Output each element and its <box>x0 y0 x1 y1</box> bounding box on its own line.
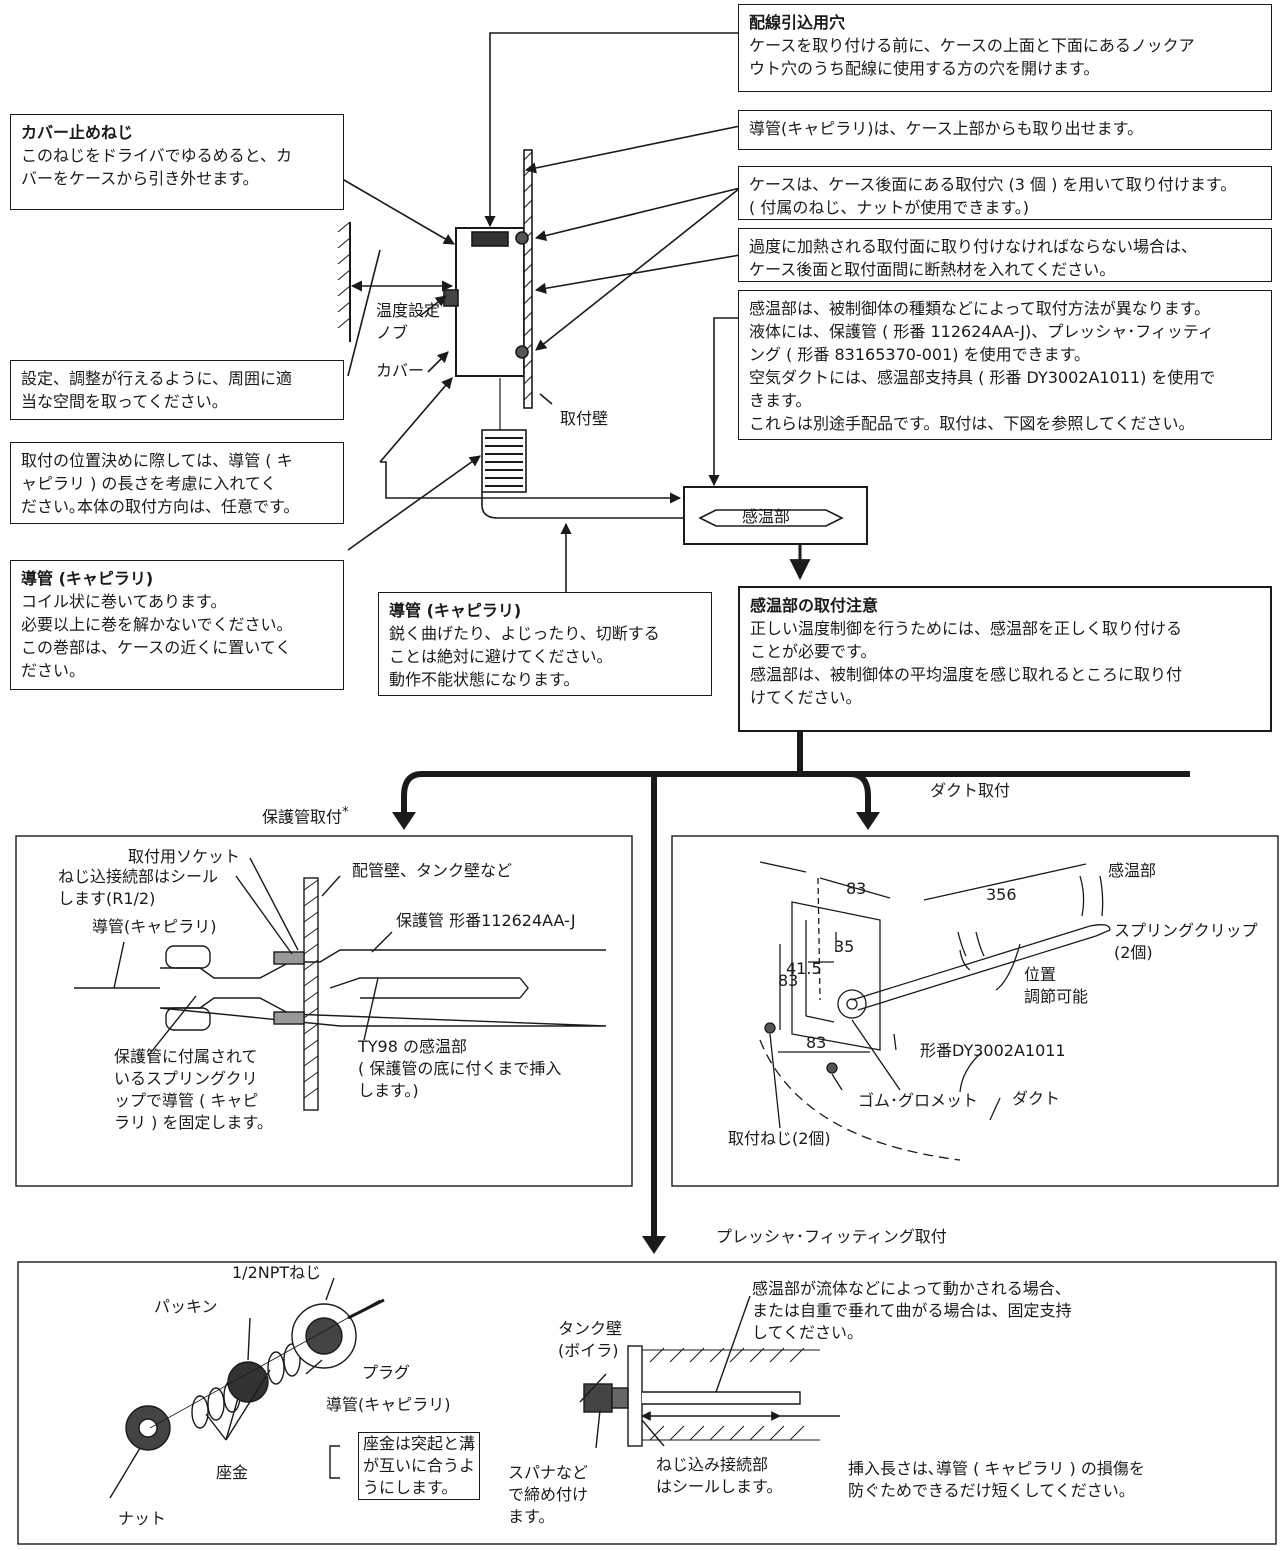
position-text: 取付の位置決めに際しては、導管 ( キ ャピラリ ) の長さを考慮に入れてく だ… <box>21 451 300 516</box>
sensor-caution-title: 感温部の取付注意 <box>750 596 879 615</box>
insulation-callout: 過度に加熱される取付面に取り付けなければならない場合は、 ケース後面と取付面間に… <box>738 228 1272 282</box>
wiring-hole-text: ケースを取り付ける前に、ケースの上面と下面にあるノックア ウト穴のうち配線に使用… <box>749 36 1195 78</box>
temperature-knob <box>443 289 459 307</box>
cover-screw-callout: カバー止めねじ このねじをドライバでゆるめると、カ バーをケースから引き外せます… <box>10 114 344 210</box>
pressure-panel <box>17 1261 1277 1545</box>
dim-83b: 83 <box>778 971 799 990</box>
space-callout: 設定、調整が行えるように、周囲に適 当な空間を取ってください。 <box>10 360 344 420</box>
washer-note: 座金は突起と溝 が互いに合うよ うにします。 <box>358 1432 481 1500</box>
pressure-capillary-label: 導管(キャピラリ) <box>326 1395 451 1414</box>
screws-label: 取付ねじ(2個) <box>728 1129 831 1148</box>
clip-note: 保護管に付属されて いるスプリングクリ ップで導管 ( キャピ ラリ ) を固定… <box>114 1047 273 1132</box>
knob-label: 温度設定 ノブ <box>376 301 441 342</box>
well-capillary-label: 導管(キャピラリ) <box>92 917 217 936</box>
plug-label: プラグ <box>362 1363 411 1382</box>
npt-label: 1/2NPTねじ <box>232 1263 322 1282</box>
pressure-section-heading: プレッシャ･フィッティング取付 <box>716 1227 947 1246</box>
duct-sensor-label: 感温部 <box>1108 861 1157 880</box>
socket-label: 取付用ソケット <box>128 847 241 866</box>
dim-41-5: 41.5 <box>786 959 822 978</box>
position-callout: 取付の位置決めに際しては、導管 ( キ ャピラリ ) の長さを考慮に入れてく だ… <box>10 442 344 524</box>
thermostat-case <box>455 227 525 377</box>
well-section-mark: * <box>342 805 349 820</box>
capillary-top-callout: 導管(キャピラリ)は、ケース上部からも取り出せます。 <box>738 110 1272 150</box>
duct-label: ダクト <box>1012 1089 1061 1108</box>
seal-label: ねじ込接続部はシール します(R1/2) <box>58 867 219 908</box>
washer-label: 座金 <box>216 1463 249 1482</box>
nut-label: ナット <box>118 1509 167 1528</box>
duct-panel <box>671 835 1279 1187</box>
mount-holes-callout: ケースは、ケース後面にある取付穴 (3 個 ) を用いて取り付けます。 ( 付属… <box>738 166 1272 220</box>
model-label: 形番DY3002A1011 <box>920 1041 1066 1060</box>
pipe-wall-label: 配管壁、タンク壁など <box>352 861 513 880</box>
sensor-methods-text: 感温部は、被制御体の種類などによって取付方法が異なります。 液体には、保護管 (… <box>749 299 1216 433</box>
insert-note: 挿入長さは､導管 ( キャピラリ ) の損傷を 防ぐためできるだけ短くしてくださ… <box>848 1459 1145 1500</box>
wrench-label: スパナなど で締め付け ます。 <box>508 1463 589 1526</box>
capillary-bend-title: 導管 (キャピラリ) <box>389 601 522 620</box>
cover-label: カバー <box>376 361 425 380</box>
sensor-label: 感温部 <box>742 507 791 526</box>
wall-label: 取付壁 <box>560 409 609 428</box>
wiring-hole-callout: 配線引込用穴 ケースを取り付ける前に、ケースの上面と下面にあるノックア ウト穴の… <box>738 4 1272 92</box>
dim-356: 356 <box>986 885 1017 904</box>
grommet-label: ゴム･グロメット <box>858 1091 979 1110</box>
capillary-coil-title: 導管 (キャピラリ) <box>21 569 154 588</box>
capillary-coil-callout: 導管 (キャピラリ) コイル状に巻いてあります。 必要以上に巻を解かないでくださ… <box>10 560 344 690</box>
sensor-methods-callout: 感温部は、被制御体の種類などによって取付方法が異なります。 液体には、保護管 (… <box>738 290 1272 440</box>
cover-screw-text: このねじをドライバでゆるめると、カ バーをケースから引き外せます。 <box>21 146 293 188</box>
support-note: 感温部が流体などによって動かされる場合、 または自重で垂れて曲がる場合は、固定支… <box>752 1279 1072 1342</box>
dim-83c: 83 <box>806 1033 827 1052</box>
sensor-note: TY98 の感温部 ( 保護管の底に付くまで挿入 します。) <box>358 1037 562 1100</box>
duct-section-heading: ダクト取付 <box>930 781 1011 800</box>
thread-seal-label: ねじ込み接続部 はシールします。 <box>656 1455 783 1496</box>
adjustable-label: 位置 調節可能 <box>1024 965 1089 1006</box>
capillary-top-text: 導管(キャピラリ)は、ケース上部からも取り出せます。 <box>749 119 1144 138</box>
insulation-text: 過度に加熱される取付面に取り付けなければならない場合は、 ケース後面と取付面間に… <box>749 237 1198 279</box>
sensor-caution-text: 正しい温度制御を行うためには、感温部を正しく取り付ける ことが必要です。 感温部… <box>750 619 1183 707</box>
space-text: 設定、調整が行えるように、周囲に適 当な空間を取ってください。 <box>21 369 293 411</box>
well-panel <box>15 835 633 1187</box>
well-section-heading: 保護管取付* <box>262 780 349 828</box>
well-part-label: 保護管 形番112624AA-J <box>396 911 576 930</box>
spring-clip-label: スプリングクリップ (2個) <box>1114 921 1258 962</box>
sensor-caution-callout: 感温部の取付注意 正しい温度制御を行うためには、感温部を正しく取り付ける ことが… <box>738 586 1272 732</box>
well-section-title: 保護管取付 <box>262 807 343 827</box>
dim-83a: 83 <box>846 879 867 898</box>
tank-wall-label: タンク壁 (ボイラ) <box>558 1319 623 1360</box>
wiring-hole-title: 配線引込用穴 <box>749 13 846 32</box>
dim-35: 35 <box>834 937 855 956</box>
cover-screw-title: カバー止めねじ <box>21 123 134 142</box>
mounting-wall <box>523 149 533 409</box>
packing-label: パッキン <box>154 1297 218 1316</box>
capillary-bend-callout: 導管 (キャピラリ) 鋭く曲げたり、よじったり、切断する ことは絶対に避けてくだ… <box>378 592 712 696</box>
mount-holes-text: ケースは、ケース後面にある取付穴 (3 個 ) を用いて取り付けます。 ( 付属… <box>749 175 1237 217</box>
capillary-coil-text: コイル状に巻いてあります。 必要以上に巻を解かないでください。 この巻部は、ケー… <box>21 592 293 680</box>
capillary-bend-text: 鋭く曲げたり、よじったり、切断する ことは絶対に避けてください。 動作不能状態に… <box>389 624 660 689</box>
